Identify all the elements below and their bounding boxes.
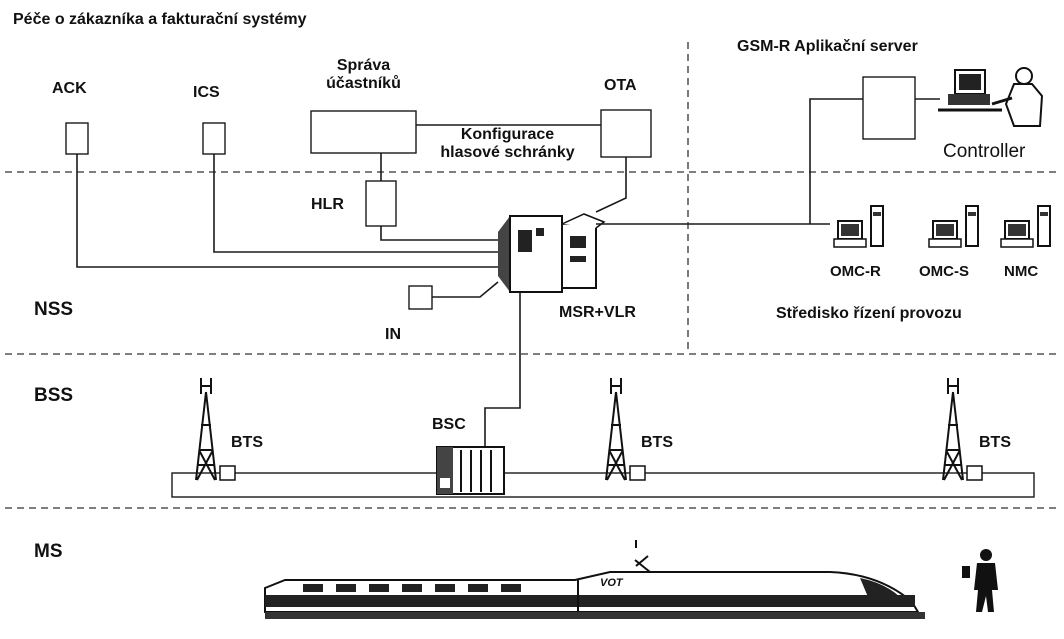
diagram-title: Péče o zákazníka a fakturační systémy xyxy=(13,11,307,28)
ack-label: ACK xyxy=(52,80,87,97)
nmc-terminal-icon xyxy=(1000,205,1051,248)
link-hlr-msc xyxy=(380,226,498,241)
bts-label-2: BTS xyxy=(641,434,673,451)
bts-tower-2-icon xyxy=(605,378,646,481)
in-box xyxy=(408,285,433,310)
bsc-rack-icon xyxy=(436,446,505,495)
link-msc-bsc xyxy=(484,292,521,447)
layer-label-bss: BSS xyxy=(34,385,74,406)
konfigurace-label: Konfigurace hlasové schránky xyxy=(440,126,575,162)
msc-label: MSR+VLR xyxy=(559,304,636,321)
in-label: IN xyxy=(385,326,401,343)
ack-box xyxy=(65,122,89,155)
link-in-msc xyxy=(432,281,499,298)
sprava-box xyxy=(310,110,417,154)
msc-switch-icon xyxy=(498,213,606,293)
layer-label-nss: NSS xyxy=(34,299,74,320)
link-msc-appserver xyxy=(809,98,863,224)
controller-icon xyxy=(938,67,1044,127)
omcs-label: OMC-S xyxy=(919,263,969,280)
ics-box xyxy=(202,122,226,155)
link-ota-msc xyxy=(595,157,627,213)
omcs-terminal-icon xyxy=(928,205,979,248)
bsc-label: BSC xyxy=(432,416,466,433)
hlr-box xyxy=(365,180,397,227)
bts-tower-3-icon xyxy=(942,378,983,481)
ota-box xyxy=(600,109,652,158)
bts-label-1: BTS xyxy=(231,434,263,451)
train-logo: VOT xyxy=(600,577,623,589)
layer-label-ms: MS xyxy=(34,541,63,562)
link-ics-msc xyxy=(213,154,498,253)
omcr-label: OMC-R xyxy=(830,263,881,280)
nmc-label: NMC xyxy=(1004,263,1039,280)
app-server-label: GSM-R Aplikační server xyxy=(737,38,918,55)
ota-label: OTA xyxy=(604,77,637,94)
train-icon xyxy=(264,540,925,619)
sprava-label: Správa účastníků xyxy=(326,57,401,93)
ops-centre-label: Středisko řízení provozu xyxy=(776,305,962,322)
app-server-box xyxy=(862,76,916,140)
hlr-label: HLR xyxy=(311,196,344,213)
link-ack-msc xyxy=(76,154,498,268)
ground-bar xyxy=(171,472,1035,498)
bts-tower-1-icon xyxy=(195,378,236,481)
person-with-phone-icon xyxy=(962,549,998,612)
controller-label: Controller xyxy=(943,141,1026,162)
ics-label: ICS xyxy=(193,84,220,101)
bts-label-3: BTS xyxy=(979,434,1011,451)
omcr-terminal-icon xyxy=(833,205,884,248)
